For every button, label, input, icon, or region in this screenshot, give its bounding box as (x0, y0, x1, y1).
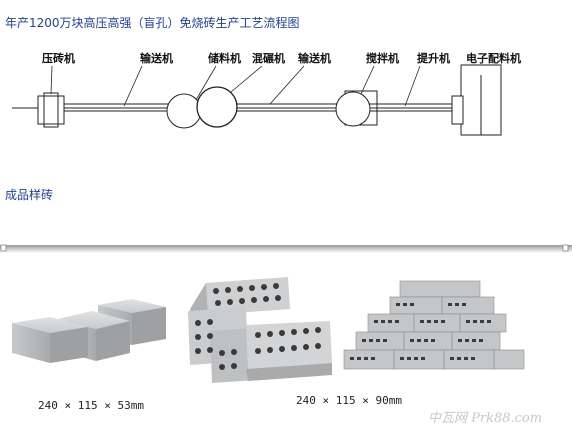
mixer-machine (335, 90, 378, 127)
label-conveyor-2: 输送机 (298, 51, 331, 65)
label-press: 压砖机 (42, 51, 75, 65)
press-machine (37, 92, 65, 128)
label-mixer: 搅拌机 (366, 51, 399, 65)
label-batcher: 电子配料机 (466, 51, 521, 65)
roller-mixer (196, 86, 238, 128)
brick-photos (12, 277, 525, 383)
brick-pyramid (343, 280, 525, 370)
section-divider (0, 244, 572, 253)
watermark: 中瓦网 Prk88.com (428, 411, 543, 426)
caption-small-brick: 240 × 115 × 53mm (38, 399, 144, 412)
label-conveyor-1: 输送机 (140, 51, 173, 65)
section-title: 成品样砖 (5, 188, 54, 202)
label-elevator: 提升机 (417, 51, 450, 65)
perforated-brick-group (188, 277, 332, 383)
label-storage: 储料机 (208, 51, 241, 65)
batching-machine (451, 64, 502, 136)
page-title: 年产1200万块高压高强（盲孔）免烧砖生产工艺流程图 (5, 16, 300, 30)
solid-brick-group (12, 299, 166, 363)
label-roller-mixer: 混碾机 (252, 51, 285, 65)
caption-large-brick: 240 × 115 × 90mm (296, 394, 402, 407)
process-flow-diagram: 压砖机 输送机 储料机 混碾机 输送机 搅拌机 提升机 电子配料机 (12, 51, 521, 136)
storage-machine (166, 93, 202, 129)
